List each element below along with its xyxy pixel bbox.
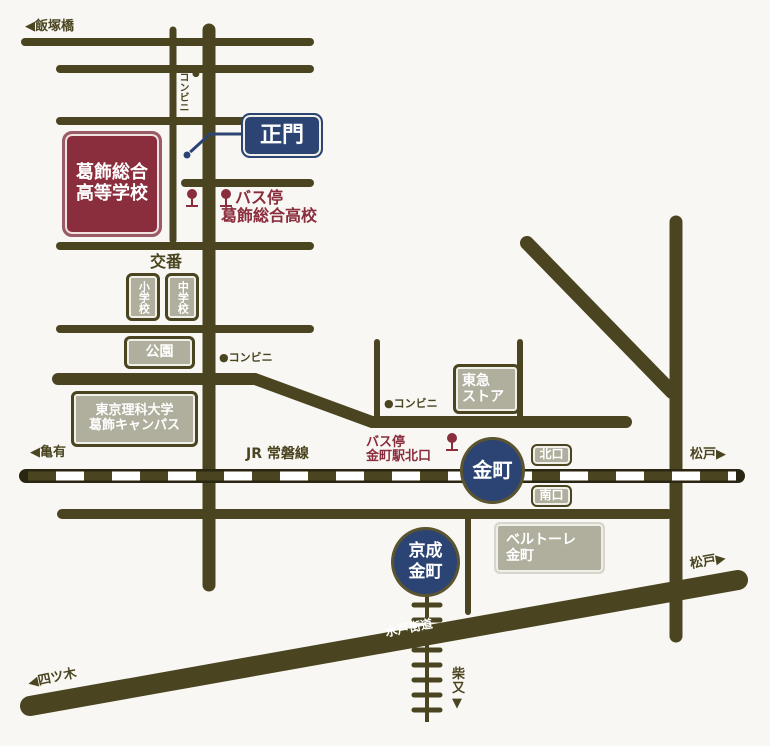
direction-shibamata: 柴又▼ [452, 667, 466, 711]
keisei-line [411, 590, 443, 722]
tus-line2: 葛飾キャンパス [88, 418, 180, 433]
school-building[interactable]: 葛飾総合 高等学校 [62, 131, 162, 237]
mito-kaido-road [20, 570, 748, 716]
verte-line1: ベルトーレ [506, 531, 576, 548]
north-exit[interactable]: 北口 [531, 444, 572, 466]
konbini-dot: ● [192, 69, 200, 79]
bus-stop-label-line2: 葛飾総合高校 [221, 205, 318, 225]
bus-stop-label-line1: バス停 [366, 435, 406, 450]
direction-matsudo: 松戸▶ [690, 447, 726, 462]
tus-line1: 東京理科大学 [95, 403, 174, 419]
direction-kameari: ◀亀有 [30, 445, 66, 460]
konbini-label: コンビニ [177, 72, 188, 112]
tokyu-line2: ストア [462, 389, 504, 405]
bus-stop-label-line2: 金町駅北口 [366, 449, 432, 465]
bus-stop-school-label: バス停 葛飾総合高校 [221, 188, 317, 224]
tokyu-store[interactable]: 東急 ストア [453, 364, 520, 414]
konbini-label: ●コンビニ [384, 397, 438, 410]
park[interactable]: 公園 [124, 336, 195, 369]
jr-line-label: JR 常磐線 [246, 446, 309, 462]
tokyu-line1: 東急 [462, 372, 490, 389]
main-gate-badge[interactable]: 正門 [241, 113, 323, 158]
gate-marker [182, 150, 192, 160]
keisei-line2: 金町 [408, 562, 443, 582]
junior-high-school[interactable]: 中学校 [165, 273, 199, 321]
school-name-line1: 葛飾総合 [76, 162, 148, 184]
konbini-label: ●コンビニ [219, 351, 273, 364]
verte-kanamachi[interactable]: ベルトーレ 金町 [494, 522, 605, 574]
road [520, 236, 679, 399]
keisei-line1: 京成 [408, 540, 443, 561]
kanamachi-station[interactable]: 金町 [460, 437, 525, 504]
road [52, 373, 632, 428]
gate-leader-line [185, 132, 242, 157]
direction-iizukabashi: ◀飯塚橋 [25, 19, 74, 34]
bus-stop-station-label: バス停 金町駅北口 [366, 435, 432, 465]
bus-stop-icon [186, 189, 458, 451]
school-name-line2: 高等学校 [76, 183, 148, 204]
keisei-kanamachi-station[interactable]: 京成 金町 [391, 527, 460, 597]
roads [21, 23, 683, 643]
elementary-school[interactable]: 小学校 [126, 273, 160, 321]
verte-line2: 金町 [506, 548, 534, 564]
south-exit[interactable]: 南口 [531, 485, 572, 507]
tokyo-university-of-science[interactable]: 東京理科大学 葛飾キャンパス [71, 391, 198, 447]
koban-label: 交番 [150, 252, 183, 271]
bus-stop-label-line1: バス停 [235, 188, 284, 207]
